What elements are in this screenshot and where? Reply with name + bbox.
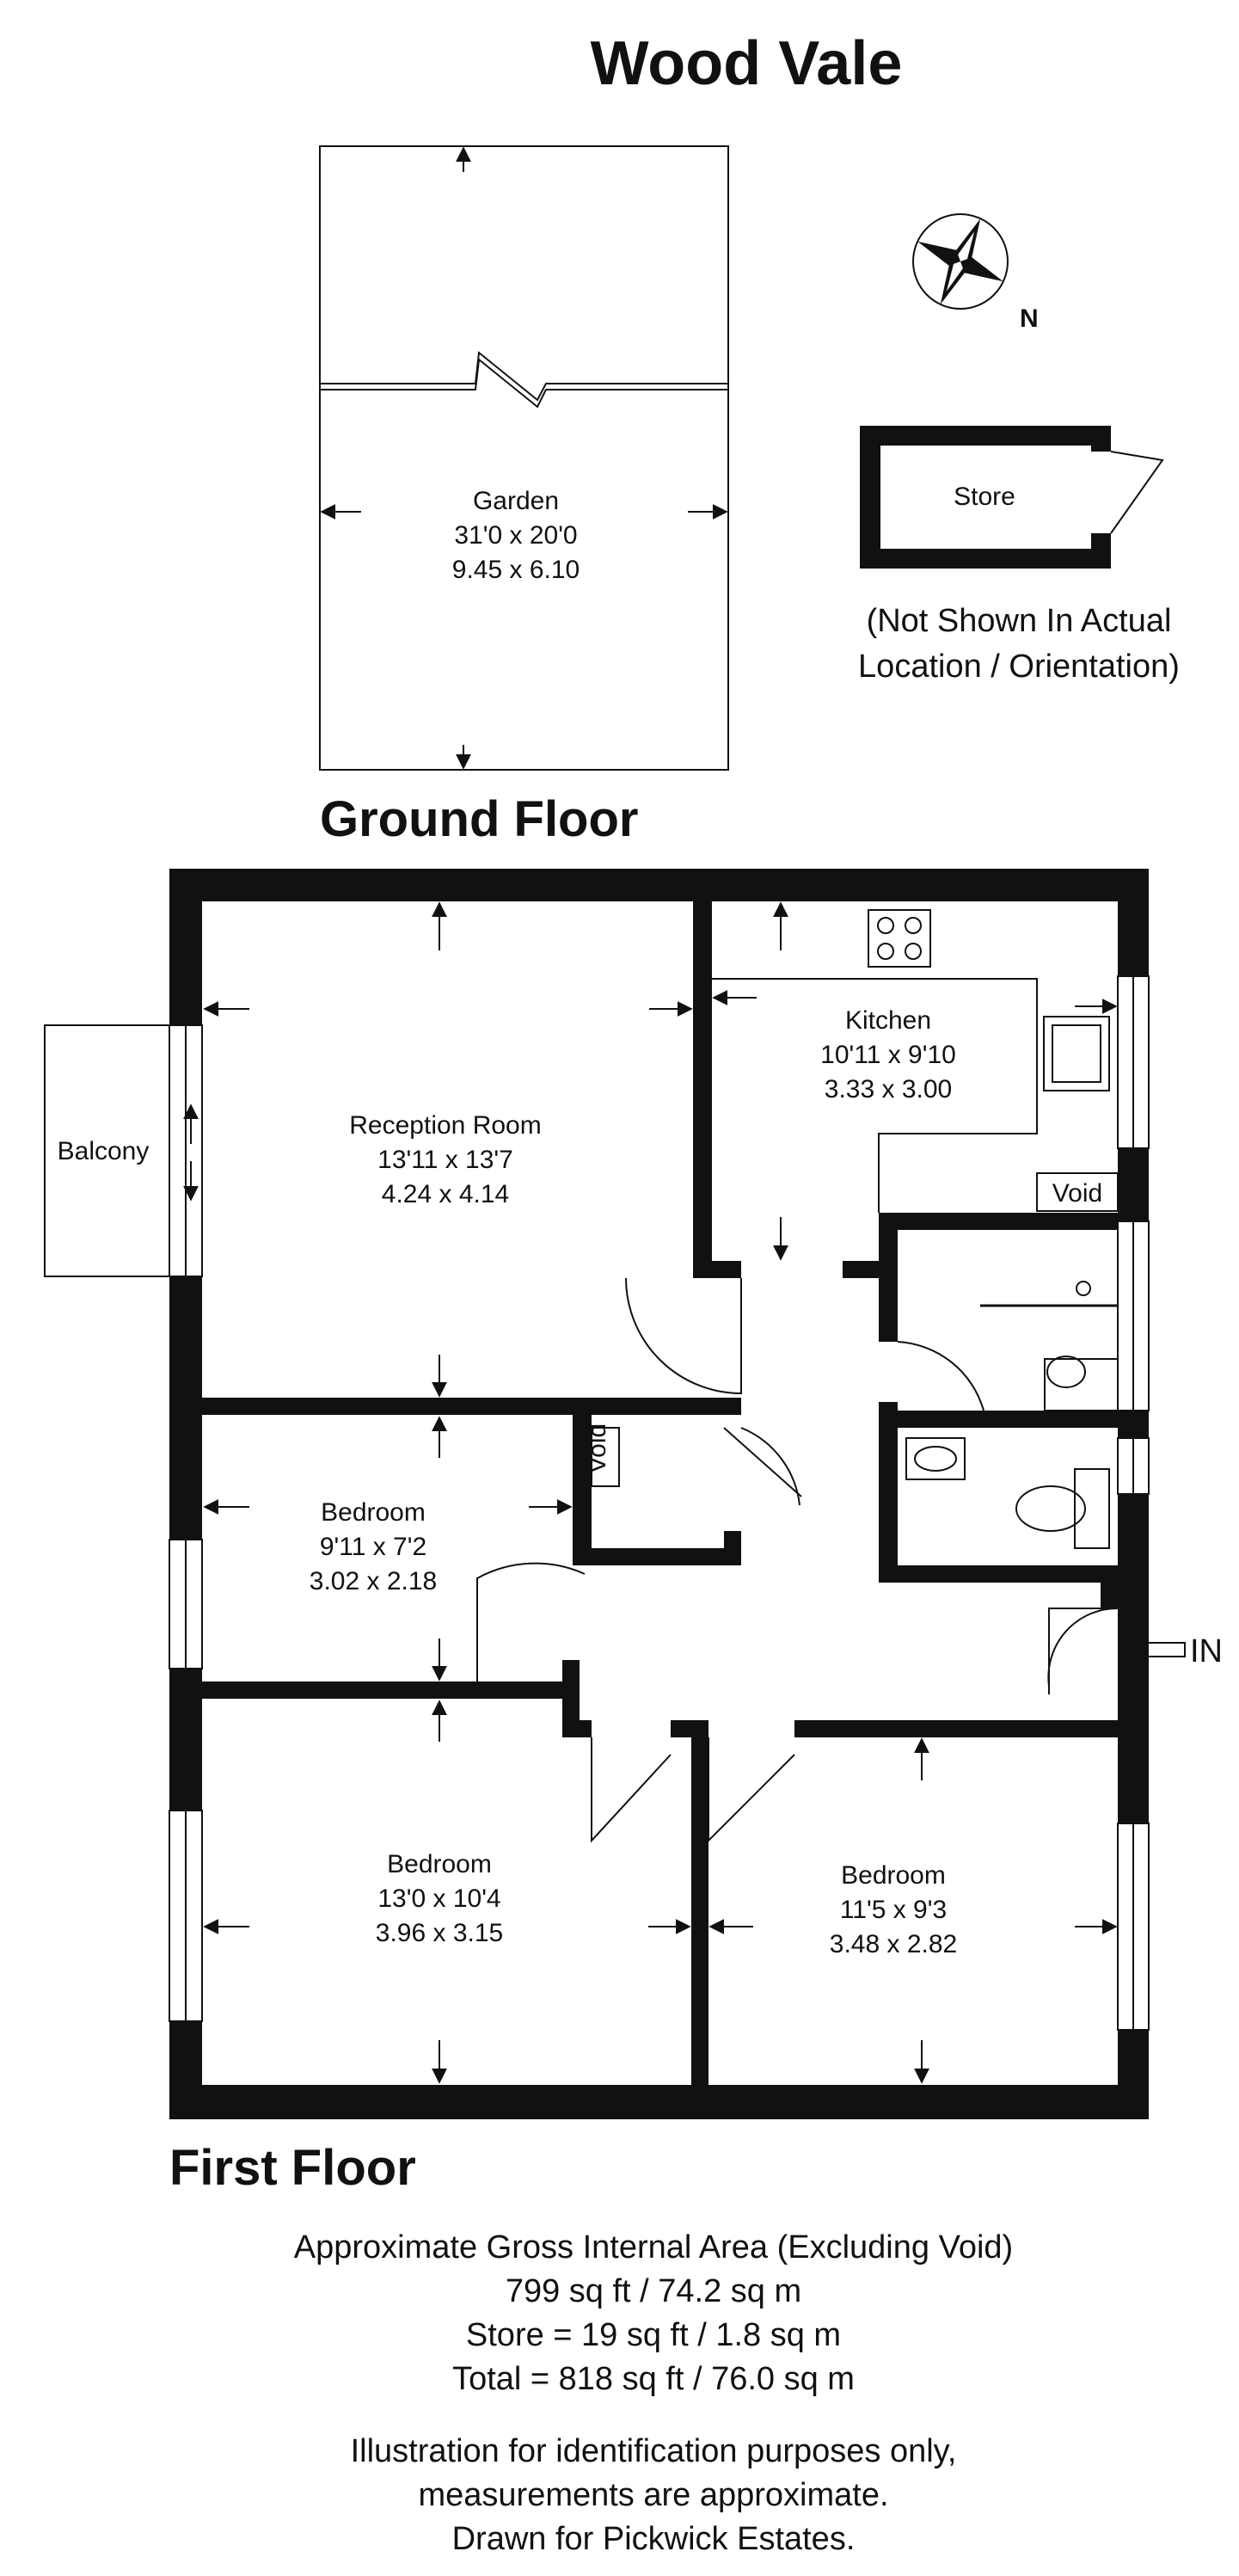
kitchen-name: Kitchen — [845, 1006, 931, 1035]
hall-void-label: Void — [583, 1423, 611, 1473]
room-labels: Reception Room 13'11 x 13'7 4.24 x 4.14 … — [310, 1006, 957, 1958]
area-summary: Approximate Gross Internal Area (Excludi… — [294, 2229, 1013, 2397]
kitchen-fittings: Void — [712, 909, 1119, 1213]
bedroom-2-name: Bedroom — [387, 1850, 492, 1878]
reception-room-name: Reception Room — [349, 1111, 541, 1140]
balcony-name: Balcony — [58, 1137, 150, 1165]
entrance-label: IN — [1190, 1633, 1223, 1669]
entrance-marker: IN — [1118, 1632, 1223, 1669]
doors — [476, 1277, 1119, 1843]
garden-dimensions-metric: 9.45 x 6.10 — [452, 556, 580, 584]
store-note-line1: (Not Shown In Actual — [867, 603, 1172, 639]
garden-name: Garden — [473, 487, 559, 515]
kitchen-dimensions-imperial: 10'11 x 9'10 — [820, 1041, 956, 1069]
kitchen-dimensions-metric: 3.33 x 3.00 — [825, 1075, 952, 1104]
ground-floor-label: Ground Floor — [320, 791, 639, 847]
compass-north-label: N — [1020, 304, 1039, 333]
bathroom-fittings — [905, 1281, 1119, 1549]
flat-walls — [169, 869, 1149, 2119]
area-line-4: Total = 818 sq ft / 76.0 sq m — [452, 2361, 855, 2397]
bedroom-1-dimensions-imperial: 9'11 x 7'2 — [320, 1533, 426, 1561]
disclaimer: Illustration for identification purposes… — [351, 2433, 957, 2557]
store-note-line2: Location / Orientation) — [858, 649, 1180, 685]
reception-room-dimensions-imperial: 13'11 x 13'7 — [377, 1146, 513, 1174]
area-line-1: Approximate Gross Internal Area (Excludi… — [294, 2229, 1013, 2266]
area-line-2: 799 sq ft / 74.2 sq m — [506, 2273, 801, 2309]
bedroom-2-dimensions-imperial: 13'0 x 10'4 — [377, 1884, 500, 1913]
bedroom-3-dimensions-metric: 3.48 x 2.82 — [830, 1930, 957, 1958]
reception-room-dimensions-metric: 4.24 x 4.14 — [382, 1180, 509, 1208]
bedroom-2-dimensions-metric: 3.96 x 3.15 — [376, 1919, 503, 1947]
balcony: Balcony — [44, 1024, 173, 1277]
dimension-arrows — [183, 901, 1118, 2084]
disclaimer-line-1: Illustration for identification purposes… — [351, 2433, 957, 2469]
bedroom-1-name: Bedroom — [321, 1498, 426, 1527]
garden-dimensions-imperial: 31'0 x 20'0 — [454, 521, 577, 550]
bedroom-3-dimensions-imperial: 11'5 x 9'3 — [840, 1896, 947, 1924]
disclaimer-line-3: Drawn for Pickwick Estates. — [452, 2521, 856, 2557]
store-name: Store — [954, 483, 1015, 511]
kitchen-void-label: Void — [1052, 1179, 1102, 1208]
area-line-3: Store = 19 sq ft / 1.8 sq m — [466, 2317, 841, 2353]
compass-rose: N — [912, 213, 1039, 333]
bedroom-3-name: Bedroom — [841, 1861, 946, 1890]
windows — [169, 975, 1150, 2031]
disclaimer-line-2: measurements are approximate. — [418, 2477, 888, 2513]
garden-area: Garden 31'0 x 20'0 9.45 x 6.10 — [319, 145, 729, 771]
bedroom-1-dimensions-metric: 3.02 x 2.18 — [310, 1567, 437, 1595]
page-title: Wood Vale — [591, 29, 903, 98]
store-outbuilding: Store (Not Shown In Actual Location / Or… — [858, 426, 1180, 685]
first-floor-label: First Floor — [169, 2140, 416, 2196]
hall-void: Void — [583, 1423, 620, 1487]
